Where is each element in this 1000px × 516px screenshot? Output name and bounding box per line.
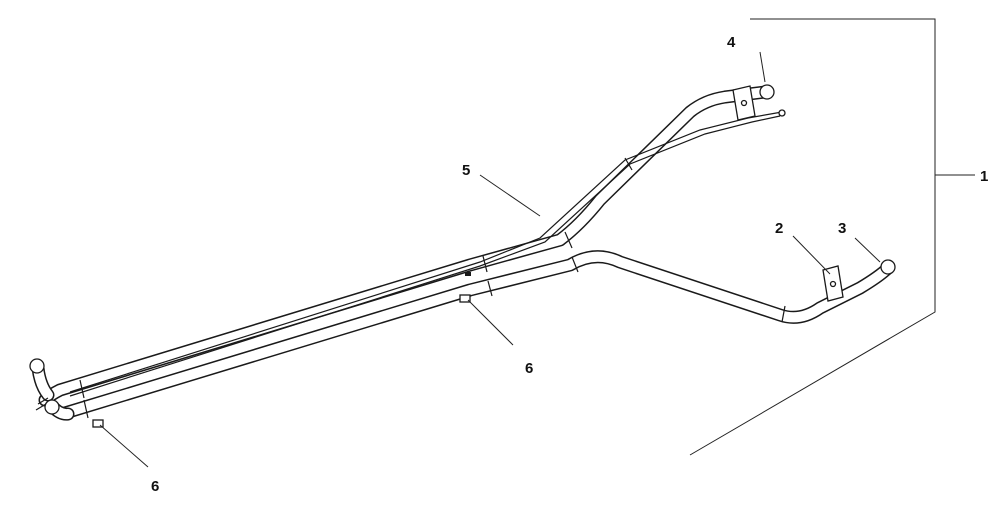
tube-joints — [79, 157, 786, 419]
tube-end-cap — [880, 259, 896, 275]
tube-end-cap — [759, 84, 775, 100]
assembly-bracket — [689, 18, 975, 456]
callout-1: 1 — [980, 168, 988, 185]
callout-3: 3 — [838, 220, 846, 237]
clamp — [822, 265, 844, 302]
left-elbows — [29, 358, 75, 421]
callout-4: 4 — [727, 34, 736, 51]
callout-2: 2 — [775, 220, 783, 237]
callout-5: 5 — [462, 162, 470, 179]
mounting-tabs — [92, 272, 471, 428]
upper-clamp — [732, 85, 756, 121]
callout-6-middle: 6 — [525, 360, 533, 377]
leader-lines — [99, 51, 881, 468]
tube-lower — [58, 250, 896, 420]
tube-upper — [38, 84, 775, 407]
callout-6-left: 6 — [151, 478, 159, 495]
